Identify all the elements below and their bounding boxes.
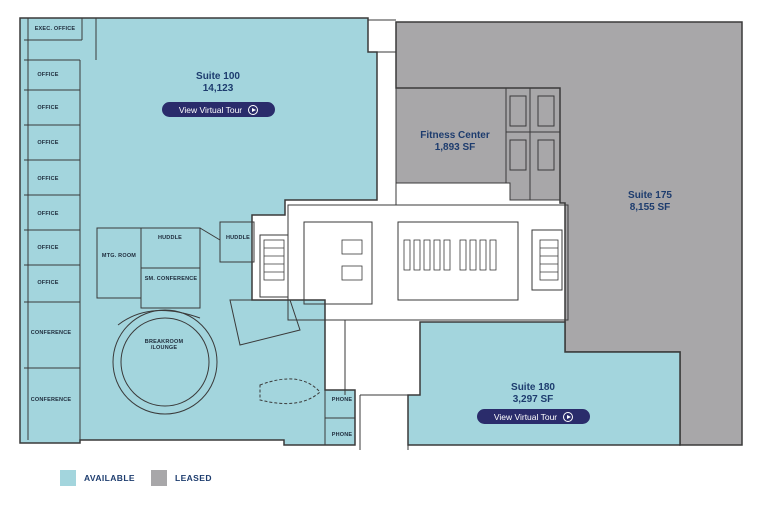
legend: AVAILABLE LEASED — [60, 470, 228, 486]
legend-label-available: AVAILABLE — [84, 473, 135, 483]
fitness-center-area[interactable] — [395, 87, 561, 201]
play-icon — [248, 104, 259, 115]
room-breakroom: BREAKROOM /LOUNGE — [144, 339, 184, 351]
core-walls — [259, 19, 569, 450]
room-sm-conference: SM. CONFERENCE — [144, 276, 198, 282]
room-conference: CONFERENCE — [30, 397, 72, 403]
play-icon — [563, 411, 574, 422]
room-conference: CONFERENCE — [30, 330, 72, 336]
legend-swatch-available — [60, 470, 76, 486]
room-office: OFFICE — [37, 140, 59, 146]
fitness-walls — [505, 88, 560, 200]
suite-180-area[interactable] — [407, 321, 681, 446]
legend-label-leased: LEASED — [174, 473, 212, 483]
room-office: OFFICE — [37, 211, 59, 217]
suite-100-virtual-tour-button[interactable]: View Virtual Tour — [162, 102, 275, 117]
room-phone: PHONE — [331, 397, 353, 403]
suite-100-area[interactable] — [19, 17, 378, 446]
tour-button-label: View Virtual Tour — [493, 411, 558, 422]
room-office: OFFICE — [37, 280, 59, 286]
room-phone: PHONE — [331, 432, 353, 438]
room-office: OFFICE — [37, 72, 59, 78]
room-office: OFFICE — [37, 176, 59, 182]
room-office: OFFICE — [37, 245, 59, 251]
legend-swatch-leased — [150, 470, 167, 486]
stairs — [263, 239, 559, 281]
room-office: OFFICE — [37, 105, 59, 111]
tour-button-label: View Virtual Tour — [178, 104, 243, 115]
room-huddle: HUDDLE — [157, 235, 183, 241]
restroom-fixtures — [341, 239, 497, 281]
room-mtg-room: MTG. ROOM — [101, 253, 137, 259]
suite-180-virtual-tour-button[interactable]: View Virtual Tour — [477, 409, 590, 424]
room-huddle: HUDDLE — [225, 235, 251, 241]
room-exec-office: EXEC. OFFICE — [34, 26, 76, 32]
suite-100-walls — [24, 18, 355, 445]
